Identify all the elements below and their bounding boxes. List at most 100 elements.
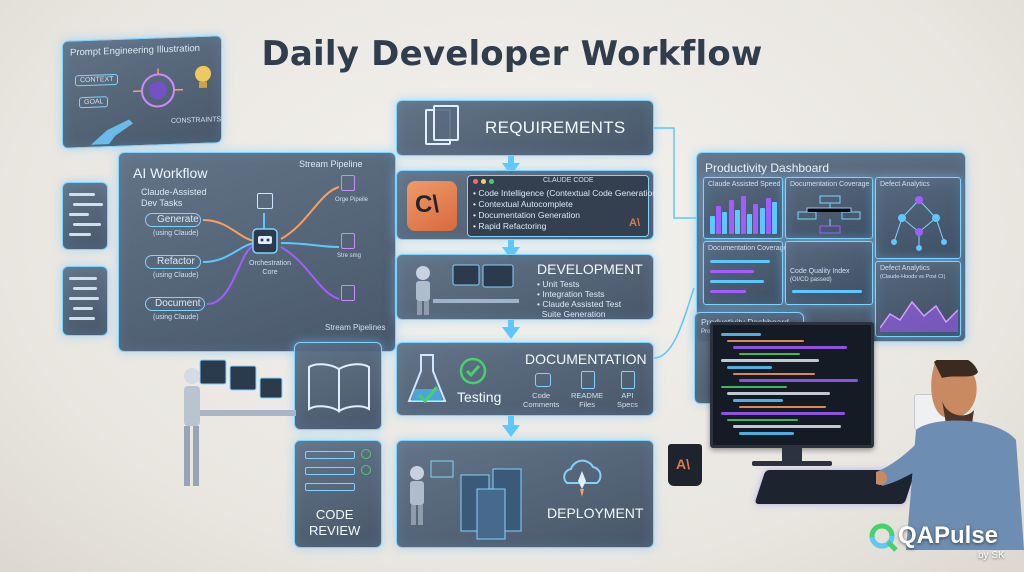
flow-tree-icon	[797, 195, 861, 234]
prompt-engineering-panel: Prompt Engineering Illustration CONTEXT …	[62, 35, 222, 149]
hand-icon	[91, 119, 133, 145]
code-line	[739, 352, 800, 356]
brain-icon	[133, 67, 183, 108]
area-chart-icon	[880, 300, 958, 332]
speed-bar	[741, 196, 746, 234]
speed-bar	[722, 212, 728, 234]
terminal-icon	[257, 193, 273, 209]
review-line	[305, 467, 355, 475]
code-quality-title: Code Quality Index	[790, 268, 850, 275]
server-rack-icon	[410, 460, 522, 540]
defect-analytics-title: Defect Analytics	[880, 181, 930, 188]
monitor-base	[752, 461, 832, 466]
cloud-rocket-icon	[563, 459, 602, 497]
defect-analytics-card: Defect Analytics	[875, 177, 961, 259]
speed-bar	[759, 208, 765, 234]
review-line	[305, 483, 355, 491]
code-line	[739, 432, 794, 435]
window-dot-yellow	[481, 179, 486, 184]
task-document-sub: (using Claude)	[153, 314, 199, 321]
doc-api-specs: API Specs	[617, 391, 638, 409]
speed-bar	[734, 210, 740, 234]
testing-documentation-box: Testing DOCUMENTATION Code Comments READ…	[396, 342, 654, 416]
code-snippet-card	[62, 182, 108, 250]
documentation-label: DOCUMENTATION	[525, 351, 647, 367]
claude-code-item: • Code Intelligence (Contextual Code Gen…	[473, 188, 660, 198]
speed-bar	[710, 216, 715, 234]
readme-icon	[581, 371, 595, 389]
window-dot-red	[473, 179, 478, 184]
orchestration-core-label: Orchestration Core	[249, 260, 292, 276]
task-refactor	[145, 255, 201, 269]
api-spec-icon	[621, 371, 635, 389]
pipeline-output-label: Stream Pipelines	[325, 323, 386, 332]
claude-code-header: CLAUDE CODE	[543, 177, 594, 184]
pipeline-output-icon	[341, 285, 355, 301]
development-item: • Integration Tests	[537, 289, 605, 299]
mug-badge: A\	[676, 456, 690, 472]
doc-coverage-title-2: Documentation Coverage	[708, 245, 788, 252]
code-line	[721, 385, 787, 389]
code-line	[727, 366, 772, 369]
code-line	[721, 333, 761, 336]
speed-card: Claude Assisted Speed	[703, 177, 783, 239]
task-document	[145, 297, 205, 311]
claude-assisted-label: Claude-Assisted Dev Tasks	[141, 187, 207, 208]
flask-icon	[407, 354, 447, 404]
coffee-mug	[668, 444, 702, 486]
brand-by: by SK	[978, 550, 1005, 561]
book-panel	[294, 342, 382, 430]
speed-bar-chart	[710, 192, 780, 234]
task-refactor-label: Refactor	[157, 256, 195, 267]
development-item: • Unit Tests	[537, 279, 580, 289]
pipeline-output-icon	[341, 175, 355, 191]
defect-analytics-sub-2: (Claude-Hoods vs Post CI)	[880, 274, 946, 280]
code-quality-card: Code Quality Index (OI/CD passed)	[785, 241, 873, 305]
ai-workflow-panel: AI Workflow Stream Pipeline Claude-Assis…	[118, 152, 396, 352]
speed-bar	[772, 202, 777, 234]
speed-bar	[765, 198, 771, 234]
claude-logo	[407, 181, 457, 231]
claude-code-window	[467, 175, 649, 237]
requirements-label: REQUIREMENTS	[485, 118, 626, 137]
doc-coverage-card-2: Documentation Coverage	[703, 241, 787, 305]
requirements-box: REQUIREMENTS	[396, 100, 654, 156]
doc-readme-files: README Files	[571, 391, 604, 409]
code-editor	[721, 333, 871, 443]
speed-bar	[747, 214, 753, 234]
speed-bar	[716, 206, 722, 234]
lightbulb-icon	[195, 65, 211, 89]
development-item: Suite Generation	[537, 309, 606, 319]
developer-person	[876, 360, 1024, 550]
code-line	[733, 346, 847, 349]
review-line	[305, 451, 355, 459]
task-generate-sub: (using Claude)	[153, 230, 199, 237]
flow-arrow	[502, 425, 520, 437]
code-line	[727, 339, 804, 343]
brand-name: QAPulse	[898, 522, 999, 549]
task-document-label: Document	[155, 298, 201, 309]
code-line	[733, 425, 841, 428]
claude-code-item: • Documentation Generation	[473, 210, 580, 220]
code-line	[727, 418, 798, 422]
task-refactor-sub: (using Claude)	[153, 272, 199, 279]
code-line	[733, 399, 783, 402]
claude-code-item: • Contextual Autocomplete	[473, 199, 573, 209]
check-icon	[361, 465, 371, 475]
pipeline-output-label: Stre smg	[337, 253, 362, 259]
comment-icon	[535, 373, 551, 387]
code-quality-sub: (OI/CD passed)	[790, 277, 832, 283]
claude-code-item: • Rapid Refactoring	[473, 221, 547, 231]
connector-lines	[654, 127, 702, 359]
document-icon	[433, 105, 459, 141]
code-review-panel: CODE REVIEW	[294, 440, 382, 548]
code-line	[727, 392, 830, 395]
network-graph-icon	[891, 196, 947, 251]
check-circle-icon	[459, 357, 487, 385]
ai-workflow-heading: AI Workflow	[133, 165, 208, 181]
doc-coverage-title: Documentation Coverage	[790, 181, 870, 188]
defect-analytics-title-2: Defect Analytics	[880, 265, 930, 272]
constraints-tag: CONSTRAINTS	[171, 116, 222, 125]
context-tag: CONTEXT	[75, 73, 119, 87]
defect-analytics-card-2: Defect Analytics (Claude-Hoods vs Post C…	[875, 261, 961, 337]
